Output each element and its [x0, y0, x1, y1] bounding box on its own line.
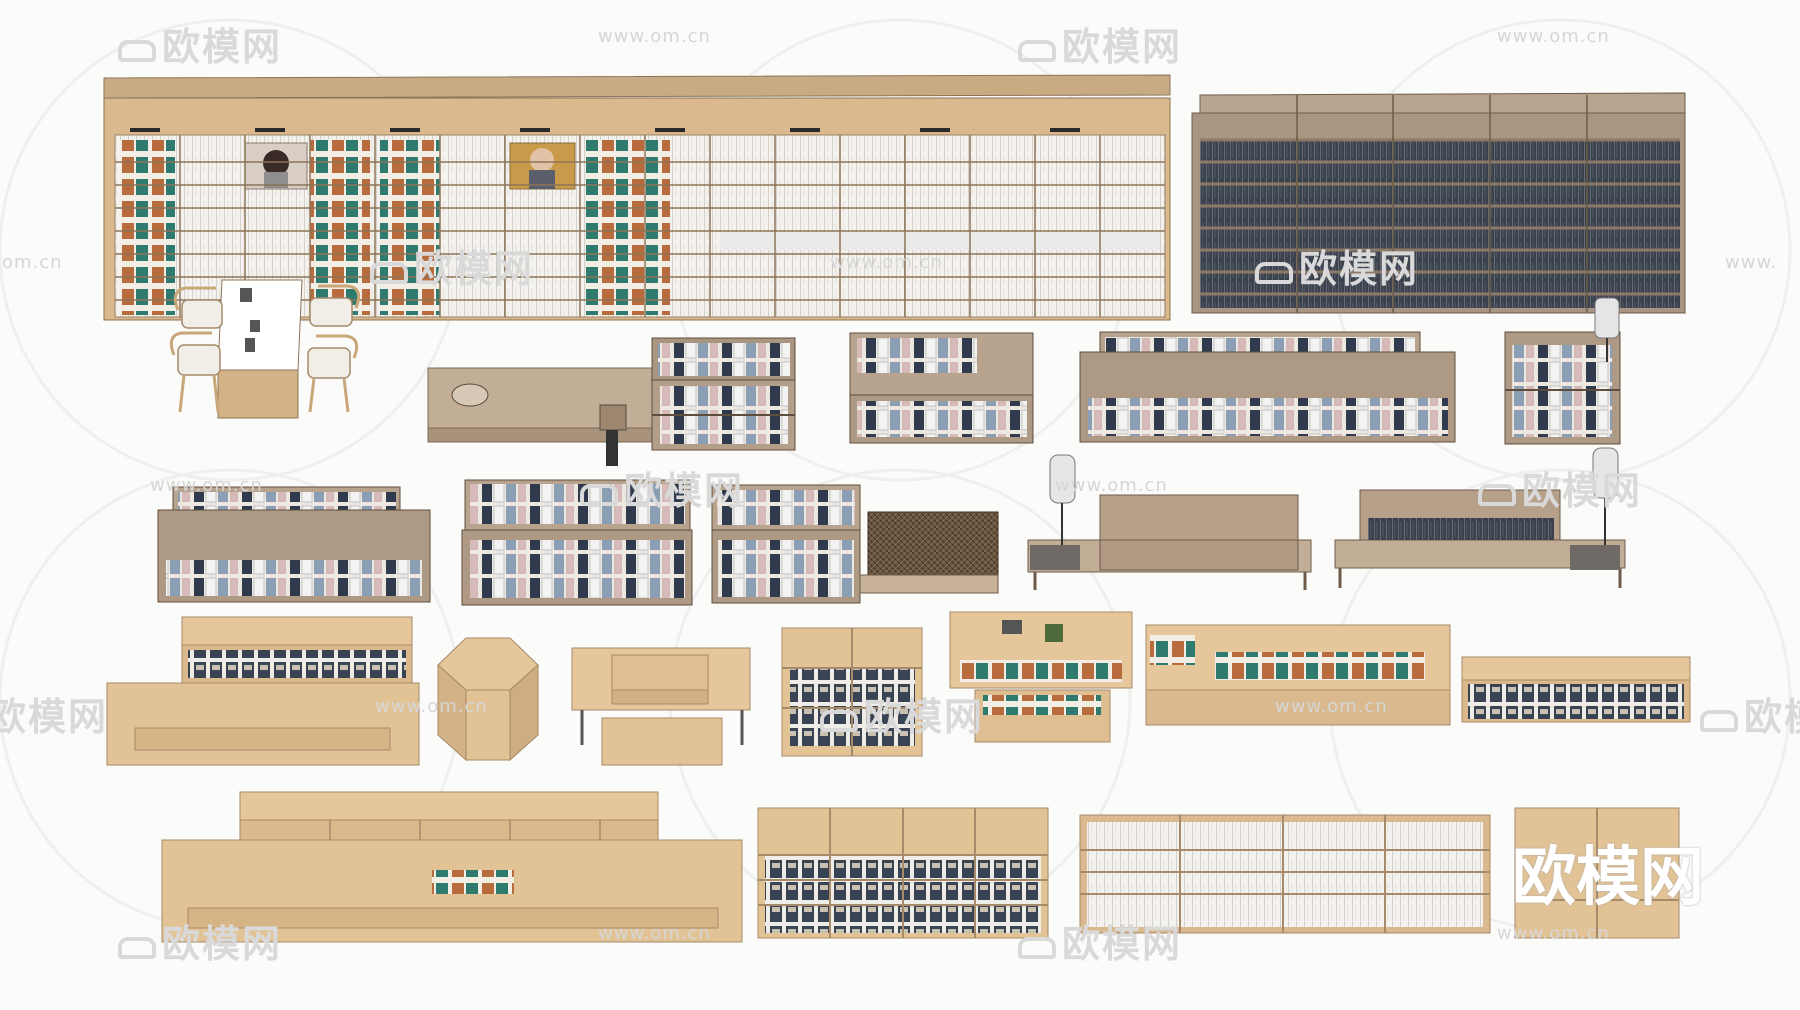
display-cabinet-6 [711, 484, 861, 604]
watermark-url: www.om.cn [598, 26, 711, 47]
watermark-brand-text: 欧模网 [1512, 841, 1704, 915]
watermark-brand-edge: 欧模网 [0, 686, 108, 741]
low-wood-bookshelf [1461, 656, 1691, 723]
tall-wood-bookcase [781, 627, 923, 757]
watermark-brand-text: 欧模网 [1299, 247, 1420, 291]
watermark-brand: 欧模网 [580, 460, 744, 515]
watermark-brand: 欧模网 [1255, 238, 1419, 293]
watermark-brand-text: 欧模网 [864, 695, 985, 739]
watermark-brand-text: 欧模网 [162, 25, 283, 69]
watermark-url: www.om.cn [830, 252, 943, 273]
watermark-brand: 欧模网 [118, 16, 282, 71]
sofa-logo-icon [118, 40, 156, 62]
hexagonal-display-stand [437, 637, 539, 762]
display-cabinet-1 [651, 337, 796, 451]
watermark-brand: 欧模网 [1478, 460, 1642, 515]
watermark-brand-text: 欧模网 [624, 469, 745, 513]
sofa-logo-icon [1478, 484, 1516, 506]
stepped-long-counter [161, 791, 743, 943]
sofa-logo-icon [1255, 262, 1293, 284]
watermark-url-edge: om.cn [2, 252, 63, 273]
large-wall-bookshelf [103, 74, 1171, 321]
display-cabinet-3 [1079, 331, 1456, 443]
watermark-brand: 欧模网 [1018, 913, 1182, 968]
watermark-brand: 欧模网 [118, 913, 282, 968]
nesting-wood-tables [571, 647, 751, 766]
sofa-logo-icon [370, 262, 408, 284]
sofa-logo-icon [580, 484, 618, 506]
watermark-brand-text: 欧模网 [162, 922, 283, 966]
watermark-url: www.om.cn [1497, 923, 1610, 944]
watermark-brand: 欧模网 [820, 686, 984, 741]
watermark-url: www.om.cn [1055, 475, 1168, 496]
woven-ottoman [859, 511, 999, 594]
watermark-brand-text: 欧模网 [0, 695, 109, 739]
stepped-wood-counter [106, 616, 420, 766]
display-cabinet-4 [157, 486, 431, 603]
long-display-counter [1145, 624, 1451, 726]
watermark-url: www.om.cn [375, 696, 488, 717]
watermark-brand: 欧模网 [370, 238, 534, 293]
watermark-brand-text: 欧模网 [414, 247, 535, 291]
long-bench-with-circle [427, 367, 653, 466]
watermark-brand: 欧模网 [1018, 16, 1182, 71]
watermark-url: www.om.cn [598, 923, 711, 944]
display-cabinet-2 [849, 332, 1034, 444]
watermark-brand-text: 欧模网 [1062, 922, 1183, 966]
sofa-logo-icon [1018, 40, 1056, 62]
sofa-logo-icon [820, 710, 858, 732]
watermark-brand-text: 欧模网 [1744, 695, 1800, 739]
watermark-url: www.om.cn [1497, 26, 1610, 47]
sofa-bench-with-lamp [1027, 454, 1312, 590]
watermark-brand-text: 欧模网 [1522, 469, 1643, 513]
watermark-url: www.om.cn [1275, 696, 1388, 717]
watermark-url-edge: www. [1725, 252, 1778, 273]
watermark-brand-text: 欧模网 [1062, 25, 1183, 69]
watermark-brand-edge: 欧模网 [1700, 686, 1800, 741]
watermark-large-brand: 欧模网 [1512, 826, 1704, 918]
sofa-logo-icon [118, 937, 156, 959]
white-book-wall-shelf [1079, 814, 1491, 934]
display-table-with-covers [949, 611, 1133, 743]
sofa-logo-icon [1018, 937, 1056, 959]
display-cabinet-5 [461, 479, 693, 606]
wood-bookcase-four-bays [757, 807, 1049, 939]
sofa-logo-icon [1700, 710, 1738, 732]
small-display-cabinet-with-lamp [1504, 297, 1621, 445]
watermark-url: www.om.cn [150, 475, 263, 496]
reading-table-with-chairs [169, 279, 361, 419]
small-wood-cabinet [1514, 807, 1680, 939]
